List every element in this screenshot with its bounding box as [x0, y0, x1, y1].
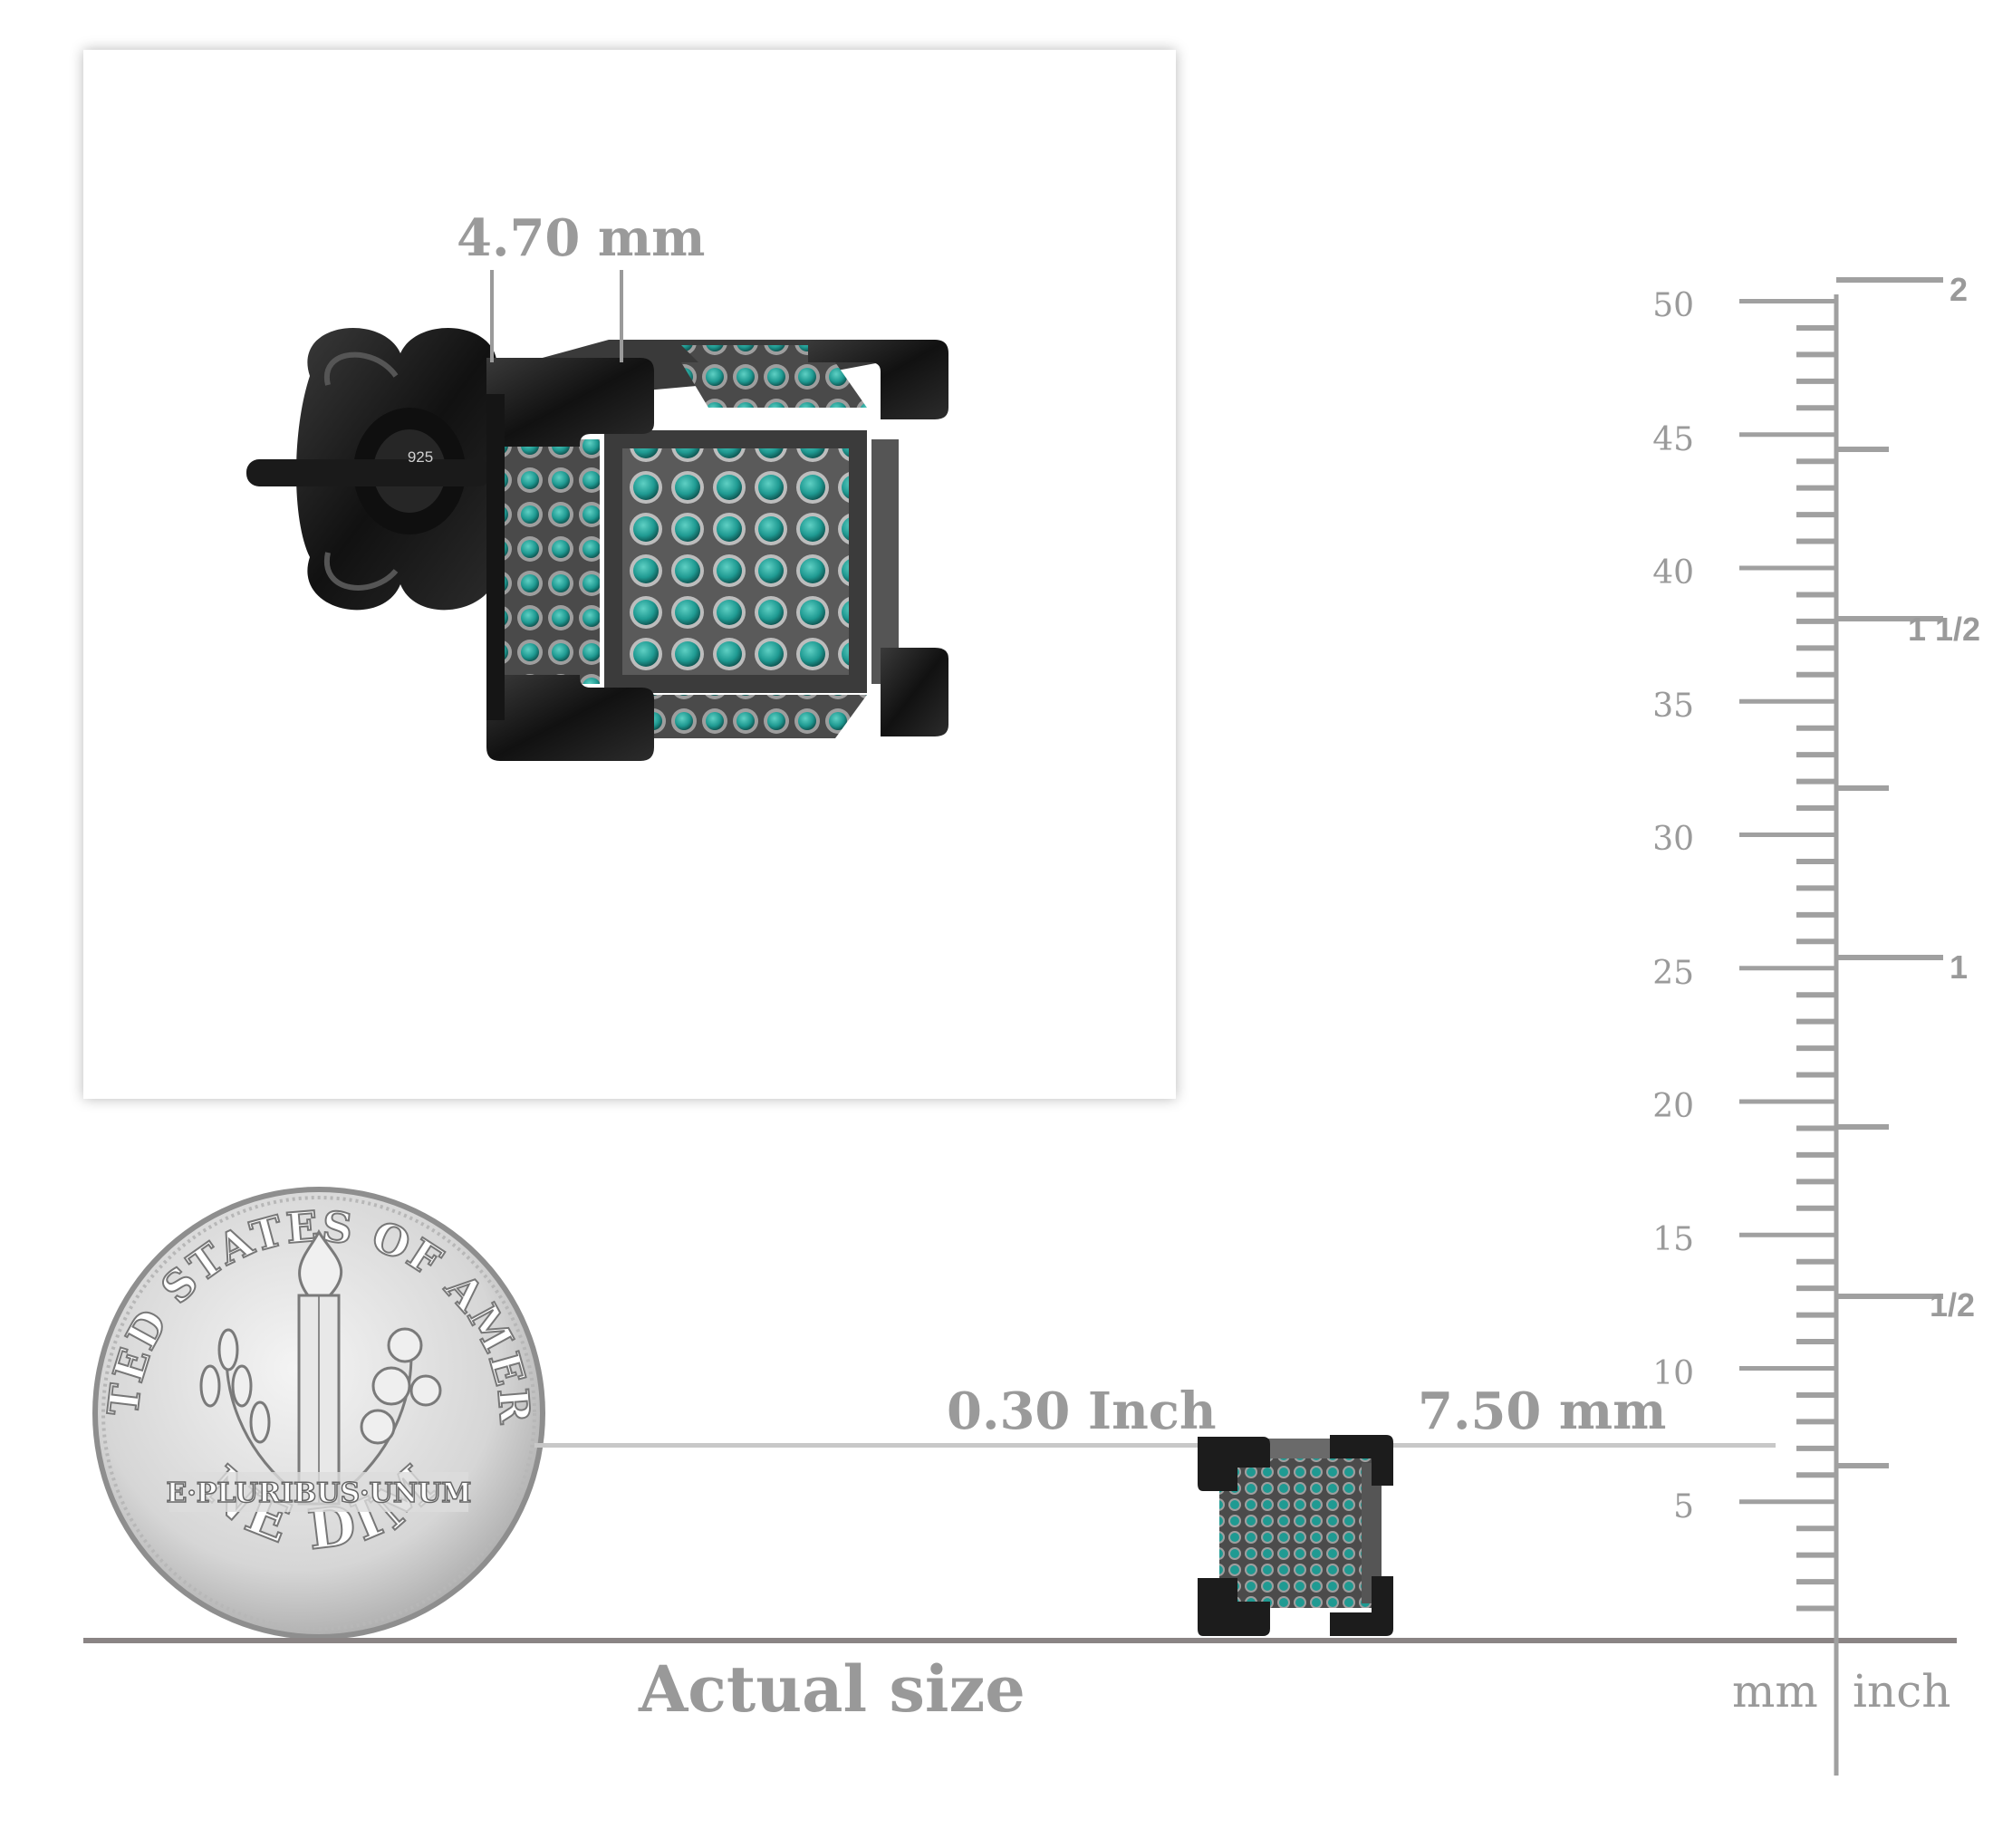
ruler-mm-label-30: 30 — [1652, 821, 1694, 858]
actual-size-inch-label: 0.30 Inch — [947, 1381, 1217, 1441]
earring-actual-size — [1198, 1435, 1393, 1636]
ruler-inch-label-1: 1 — [1950, 948, 1969, 986]
earring-post — [246, 459, 491, 486]
ruler-mm-label-35: 35 — [1652, 688, 1694, 725]
ruler-mm-label-10: 10 — [1652, 1355, 1694, 1392]
ruler-mm-label-45: 45 — [1652, 421, 1694, 458]
ruler-inch-label-2: 2 — [1950, 271, 1969, 308]
coin-motto: E·PLURIBUS·UNUM — [166, 1477, 471, 1509]
oak-branch-icon — [350, 1327, 442, 1487]
product-photo-card: 925 4.70 — [83, 50, 1176, 1099]
dime-coin: UNITED STATES OF AMERICA ONE DIME E·PLUR… — [83, 1178, 545, 1640]
actual-size-mm-label: 7.50 mm — [1418, 1381, 1667, 1441]
actual-size-caption: Actual size — [639, 1651, 1025, 1727]
ruler-mm-label-50: 50 — [1652, 287, 1694, 324]
ruler-mm-label-40: 40 — [1652, 554, 1694, 592]
width-dimension-label: 4.70 mm — [457, 208, 706, 268]
actual-size-height-guide-line — [534, 1443, 1776, 1448]
ruler-mm-label-20: 20 — [1652, 1088, 1694, 1125]
earring-closeup: 925 — [246, 270, 948, 761]
ruler-inch-unit-label: inch — [1853, 1665, 1951, 1718]
torch-icon — [297, 1228, 343, 1506]
ruler-mm-label-15: 15 — [1652, 1221, 1694, 1258]
ruler-mm-label-5: 5 — [1673, 1488, 1694, 1526]
stamp-925: 925 — [408, 448, 433, 466]
ruler-scale — [1739, 276, 1943, 1776]
baseline — [83, 1638, 1957, 1643]
ruler-mm-unit-label: mm — [1732, 1665, 1818, 1718]
olive-branch-icon — [199, 1328, 288, 1487]
ruler-inch-label-1-2: 1/2 — [1930, 1286, 1976, 1323]
ruler-mm-label-25: 25 — [1652, 955, 1694, 992]
ruler: 50 45 40 35 30 25 20 15 10 5 2 1 1/2 1 1… — [1631, 272, 1993, 1794]
ruler-inch-label-1-1-2: 1 1/2 — [1908, 611, 1981, 648]
earring-cube — [486, 340, 948, 761]
